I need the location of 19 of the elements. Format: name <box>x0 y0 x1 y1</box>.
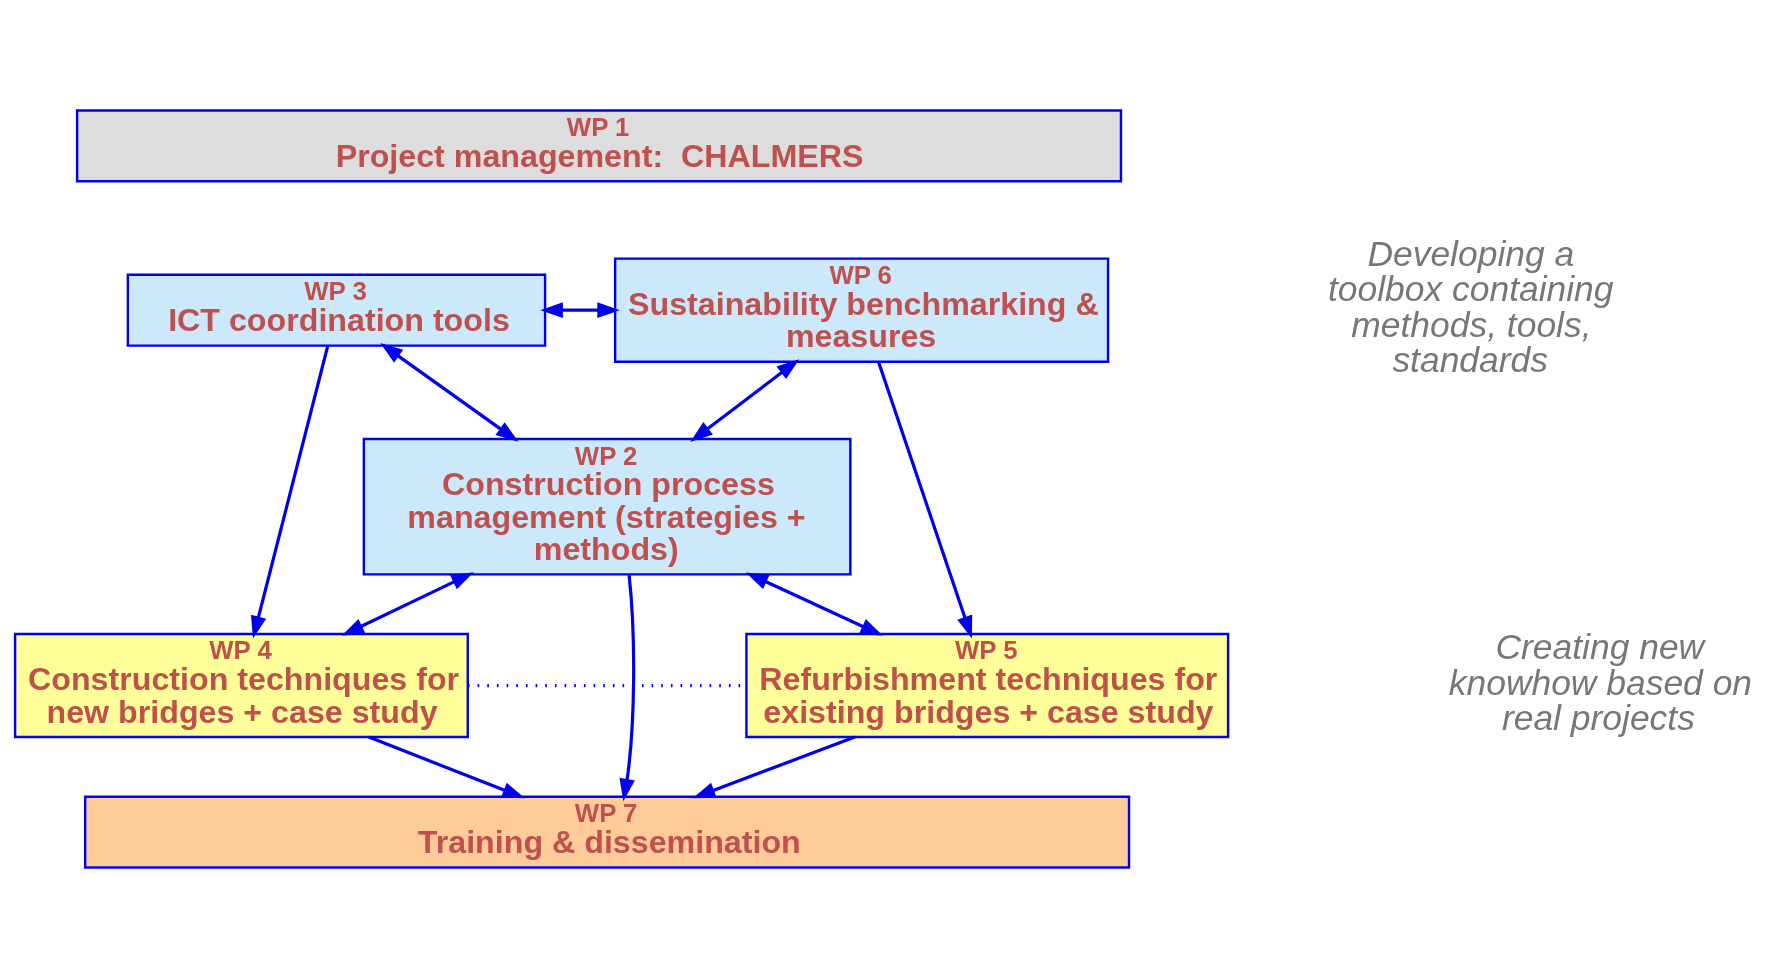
node-box: WP 7 Training & dissemination <box>83 794 1131 869</box>
arrow <box>368 735 525 798</box>
arrow <box>341 571 474 636</box>
arrow <box>877 360 973 639</box>
arrow <box>745 571 883 636</box>
node-box: WP 6 Sustainability benchmarking & measures <box>613 256 1110 363</box>
arrow <box>380 342 519 442</box>
arrow <box>690 358 800 442</box>
node-box: WP 3 ICT coordination tools <box>126 273 547 347</box>
node-box: WP 1 Project management: CHALMERS <box>75 108 1123 183</box>
node-box: WP 5 Refurbishment techniques for existing bridges + case study <box>745 632 1230 738</box>
node-box: WP 4 Construction techniques for new bridges + case study <box>13 632 469 738</box>
arrow <box>540 301 620 318</box>
arrow <box>250 345 330 639</box>
node-box: WP 2 Construction process management (strategies + methods) <box>362 437 852 576</box>
arrow <box>692 735 856 798</box>
label: Developing a toolbox containing methods, tools, standards <box>1327 233 1614 380</box>
label: Creating new knowhow based on real projects <box>1448 626 1753 738</box>
arrow <box>619 574 636 801</box>
